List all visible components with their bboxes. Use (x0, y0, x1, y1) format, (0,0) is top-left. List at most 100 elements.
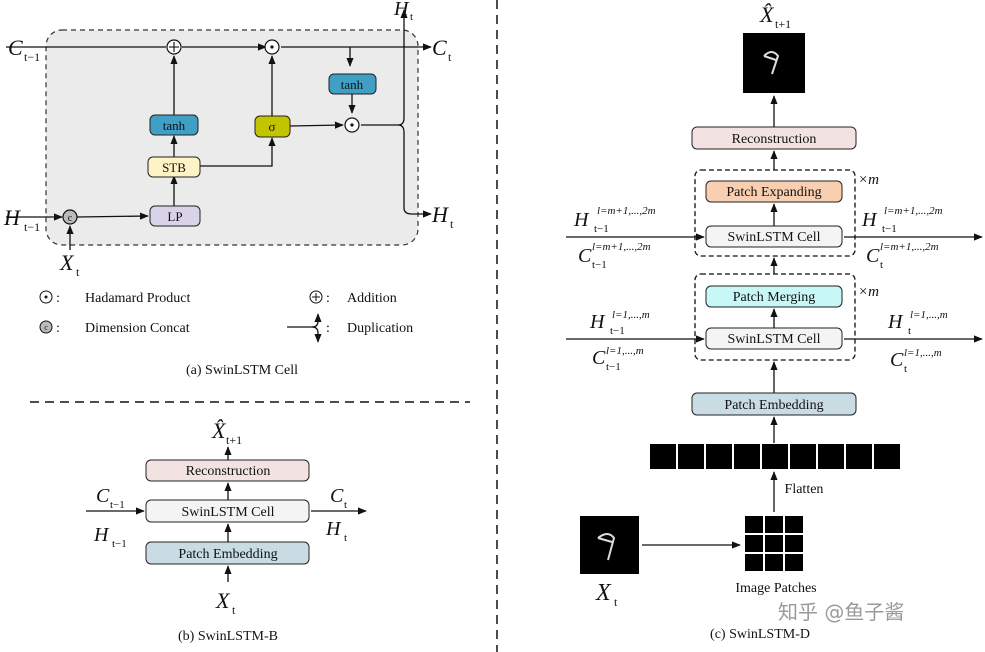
c-output-label: X̂ t+1 (759, 2, 791, 31)
flattened-patch (846, 444, 872, 469)
patch-expanding-box: Patch Expanding (705, 180, 843, 203)
top-h-next-label: H l=m+1,...,2m t−1 (861, 205, 943, 235)
tanh-box-right: tanh (328, 73, 377, 95)
svg-text:tanh: tanh (341, 77, 364, 92)
svg-text:SwinLSTM Cell: SwinLSTM Cell (728, 230, 821, 245)
hadamard-op-right (344, 117, 360, 133)
svg-text:l=1,...,m: l=1,...,m (606, 345, 644, 357)
cell-background (45, 29, 419, 246)
svg-text:t−1: t−1 (610, 325, 625, 337)
image-patch (765, 554, 783, 571)
output-image (743, 33, 805, 93)
hadamard-op-top (264, 39, 280, 55)
flattened-patch (678, 444, 704, 469)
svg-text:LP: LP (167, 209, 182, 224)
flatten-label: Flatten (785, 482, 824, 497)
svg-text:C: C (330, 485, 344, 507)
patch-merging-box: Patch Merging (705, 285, 843, 308)
svg-text:H: H (325, 518, 342, 540)
svg-text:t−1: t−1 (24, 220, 40, 234)
h-right-label: H t (431, 202, 454, 231)
svg-text:X̂: X̂ (759, 2, 775, 27)
bottom-h-prev-label: H l=1,...,m t−1 (589, 309, 650, 337)
input-image (580, 516, 639, 574)
svg-text:C: C (8, 35, 23, 60)
image-patch (785, 535, 803, 552)
panel-b-caption: (b) SwinLSTM-B (178, 629, 278, 644)
flattened-patch (874, 444, 900, 469)
image-patch (745, 516, 763, 533)
svg-text:C: C (578, 245, 592, 267)
h-top-label: H t (393, 0, 413, 23)
swinlstm-cell-bottom: SwinLSTM Cell (705, 327, 843, 350)
legend: : Hadamard Product : Addition c : Dimens… (39, 290, 413, 343)
svg-text:Patch Merging: Patch Merging (733, 290, 816, 305)
flattened-patch (818, 444, 844, 469)
svg-text:SwinLSTM Cell: SwinLSTM Cell (182, 505, 275, 520)
svg-text:c: c (68, 213, 73, 224)
b-cell-box: SwinLSTM Cell (145, 499, 310, 523)
flattened-patch (790, 444, 816, 469)
lp-box: LP (149, 205, 201, 227)
image-patch (785, 516, 803, 533)
panel-c-caption: (c) SwinLSTM-D (710, 627, 810, 642)
svg-text::: : (56, 291, 60, 306)
legend-addition: : Addition (309, 290, 397, 306)
image-patch (765, 516, 783, 533)
image-patches-grid (745, 516, 803, 571)
svg-text:H: H (573, 209, 590, 231)
svg-text:σ: σ (268, 119, 275, 134)
bottom-h-next-label: H l=1,...,m t (887, 309, 948, 337)
svg-text:H: H (589, 311, 606, 333)
svg-text:H: H (861, 209, 878, 231)
svg-text:Patch Embedding: Patch Embedding (724, 398, 823, 413)
svg-text:t: t (344, 532, 347, 544)
svg-text:Patch Embedding: Patch Embedding (178, 547, 277, 562)
b-h-next-label: H t (325, 518, 347, 544)
svg-text:t: t (344, 499, 347, 511)
svg-text:Patch Expanding: Patch Expanding (726, 185, 821, 200)
svg-text:t: t (450, 217, 454, 231)
svg-text:t: t (614, 595, 618, 609)
flattened-patch (650, 444, 676, 469)
bottom-c-prev-label: C l=1,...,m t−1 (592, 345, 644, 373)
bottom-c-next-label: C l=1,...,m t (890, 347, 942, 375)
svg-text:t−1: t−1 (592, 259, 607, 271)
swinlstm-cell-top: SwinLSTM Cell (705, 225, 843, 248)
legend-hadamard: : Hadamard Product (39, 290, 190, 306)
svg-text:l=1,...,m: l=1,...,m (910, 309, 948, 321)
svg-text:c: c (44, 323, 48, 332)
panel-a-swinlstm-cell: c tanh STB LP σ tanh C t−1 C (3, 0, 454, 378)
svg-text:t−1: t−1 (110, 499, 125, 511)
b-output-label: X̂ t+1 (211, 418, 242, 447)
svg-text:t: t (908, 325, 911, 337)
svg-text:t: t (410, 11, 413, 23)
watermark: 知乎 @鱼子酱 (778, 600, 904, 624)
svg-text:C: C (432, 35, 447, 60)
svg-text:Addition: Addition (347, 291, 397, 306)
svg-text:X: X (595, 580, 612, 606)
flattened-patch (734, 444, 760, 469)
addition-op (166, 39, 182, 55)
tanh-box-left: tanh (149, 114, 199, 136)
svg-text:X̂: X̂ (211, 418, 227, 443)
svg-text::: : (326, 321, 330, 336)
svg-text:C: C (96, 485, 110, 507)
svg-text:t−1: t−1 (882, 223, 897, 235)
svg-text:H: H (3, 205, 21, 230)
svg-text:C: C (592, 347, 606, 369)
svg-text:l=1,...,m: l=1,...,m (904, 347, 942, 359)
svg-text:t+1: t+1 (226, 433, 242, 447)
svg-text:H: H (93, 524, 110, 546)
upper-stack-frame (694, 169, 856, 257)
svg-text:l=m+1,...,2m: l=m+1,...,2m (592, 241, 651, 253)
svg-text:l=m+1,...,2m: l=m+1,...,2m (884, 205, 943, 217)
times-m-top: ×m (858, 172, 879, 188)
svg-text:STB: STB (162, 160, 186, 175)
svg-text:t−1: t−1 (606, 361, 621, 373)
image-patch (765, 535, 783, 552)
panel-b-swinlstm-b: X̂ t+1 Reconstruction SwinLSTM Cell Patc… (86, 418, 367, 644)
svg-text:H: H (393, 0, 410, 20)
svg-text:Hadamard Product: Hadamard Product (85, 291, 190, 306)
